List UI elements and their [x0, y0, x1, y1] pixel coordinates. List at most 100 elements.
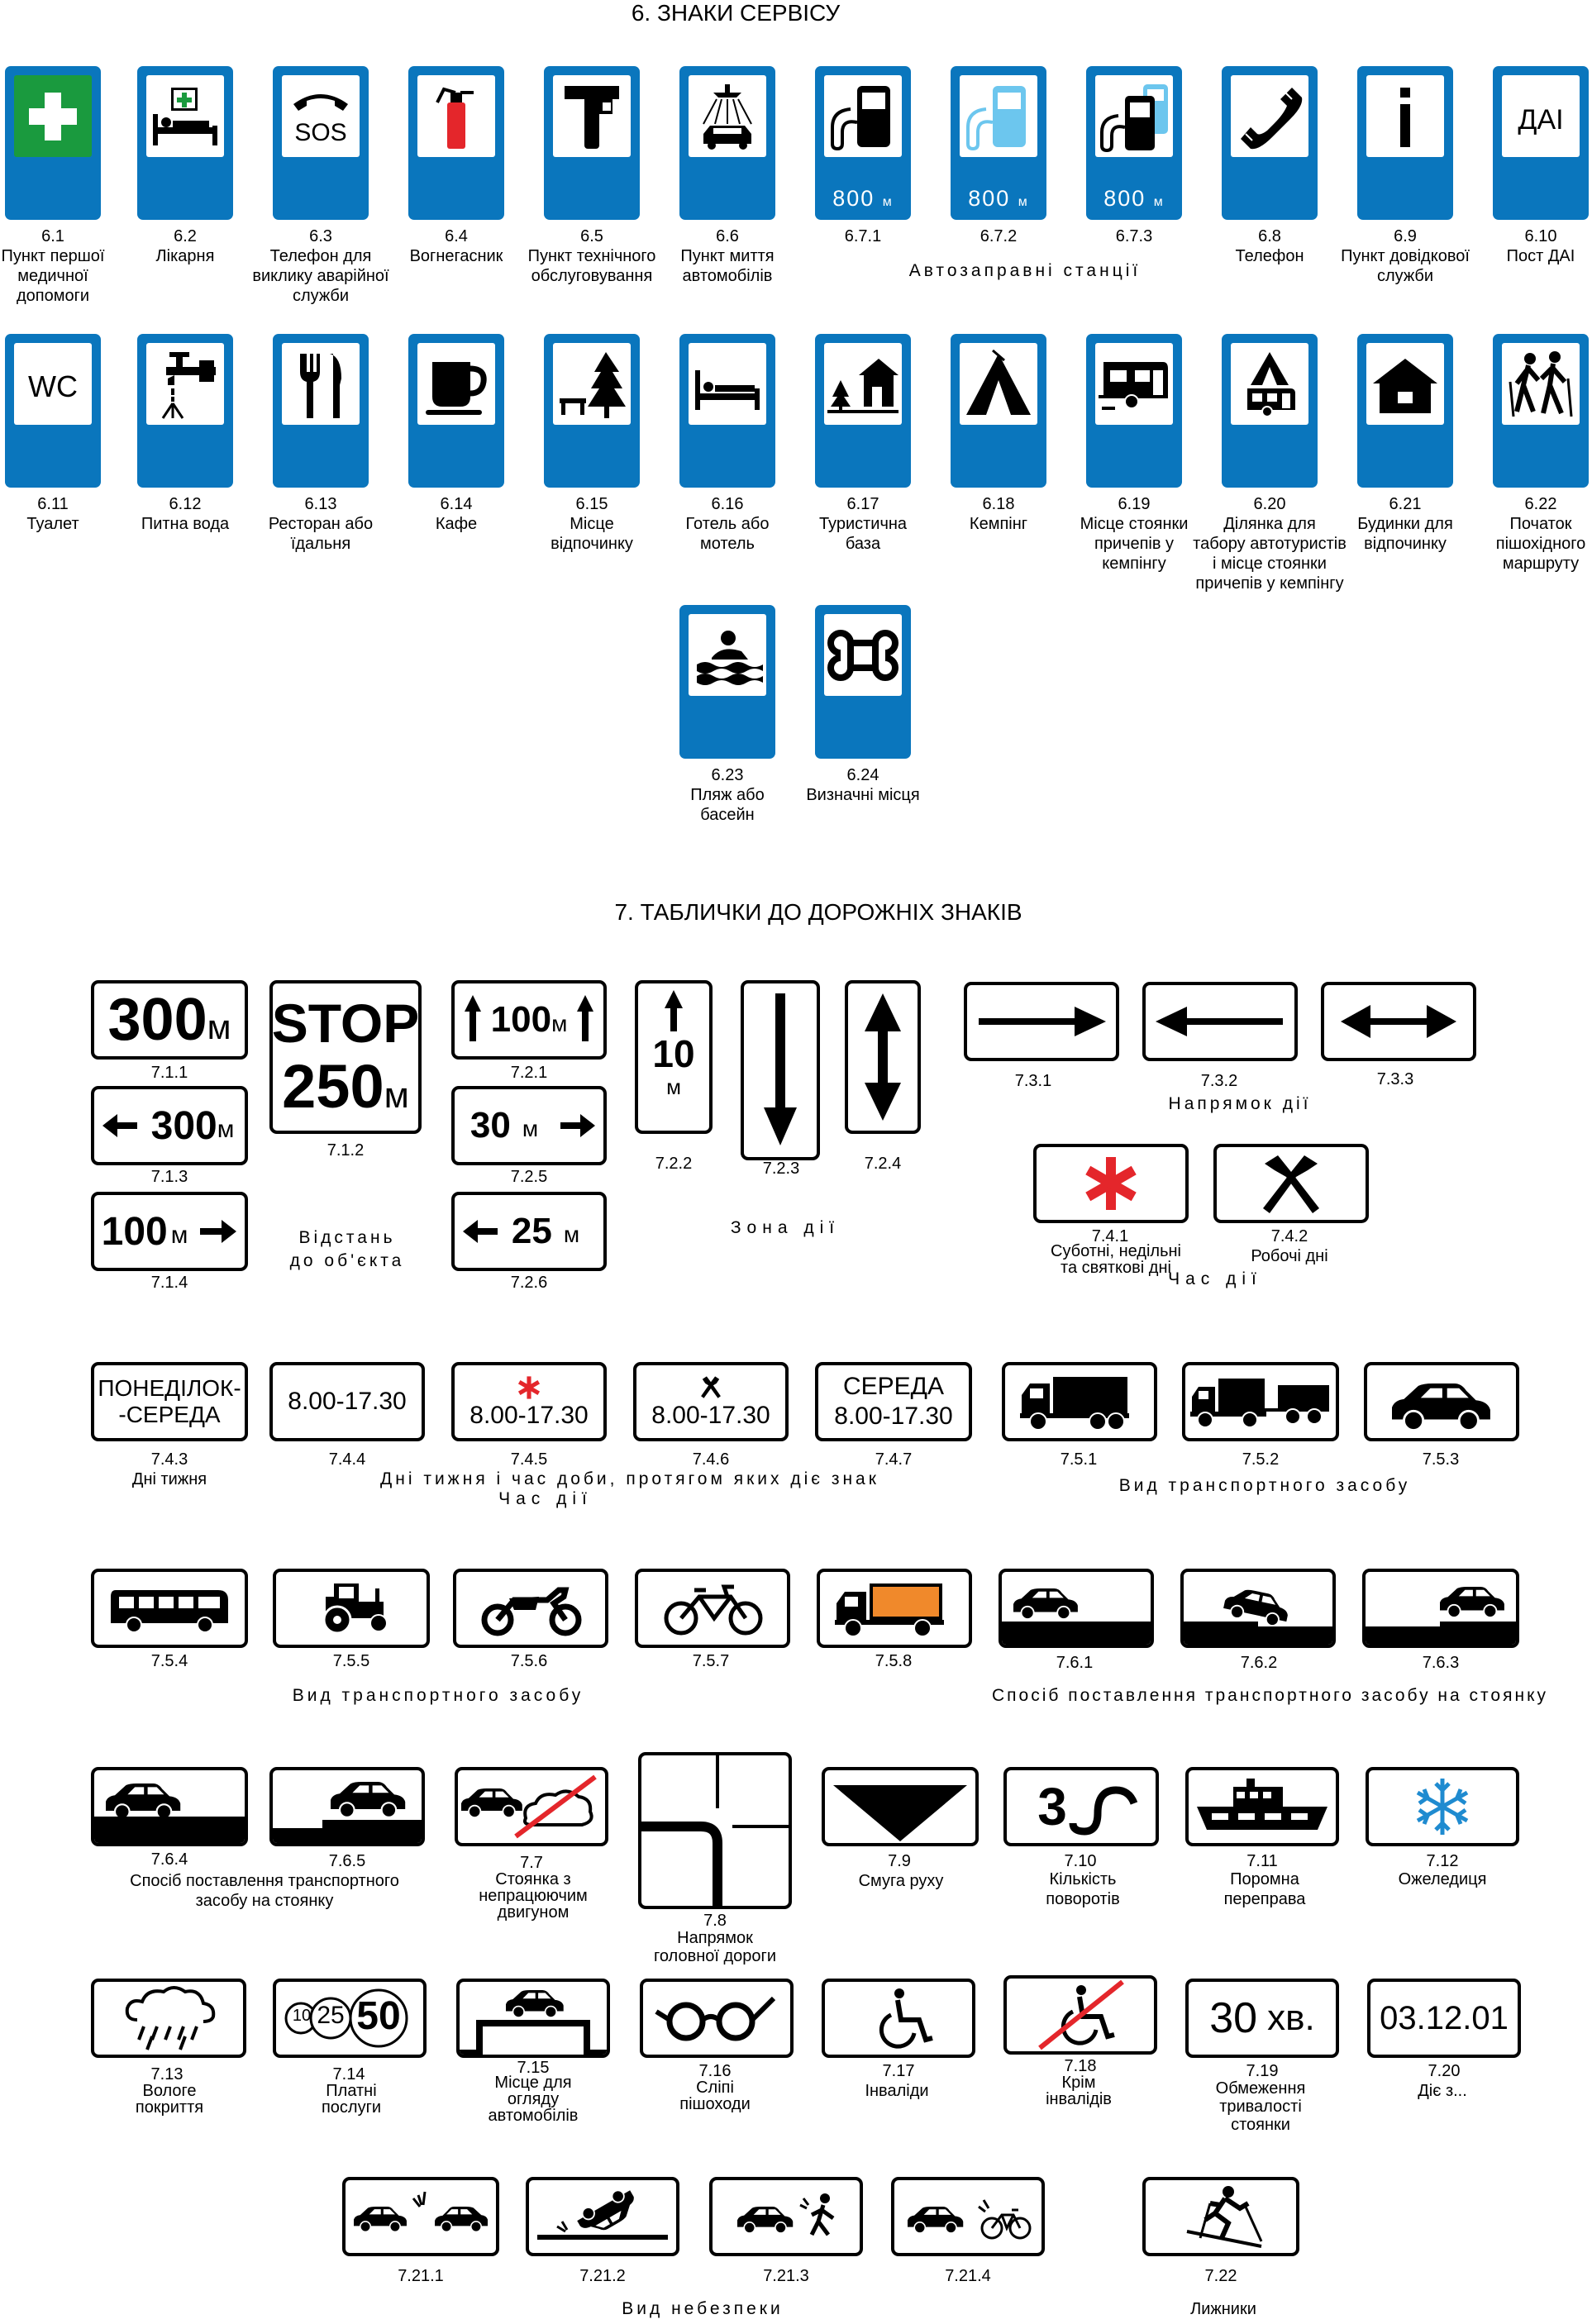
plate-number: 7.12: [1426, 1852, 1459, 1870]
group-label-distance: Відстань до об'єкта: [289, 1228, 405, 1270]
plate-label: Суботні, недільні та святкові дні: [1051, 1242, 1181, 1277]
sign-number: 6.7.3: [1115, 227, 1153, 245]
parking-engine-off-icon: [460, 1774, 597, 1839]
plate-number: 7.1.2: [327, 1141, 365, 1160]
service-sign-6-18: [951, 334, 1046, 488]
sign-label: Питна вода: [141, 515, 230, 533]
plate-number: 7.21.1: [398, 2267, 444, 2285]
plate-number: 7.5.5: [332, 1652, 370, 1670]
info-icon: [1366, 75, 1444, 157]
landmark-icon: [824, 614, 902, 696]
plate-7-13: [91, 1979, 246, 2058]
plate-7-3-3: [1321, 982, 1476, 1061]
plate-number: 7.20: [1428, 2062, 1461, 2080]
plate-label: Робочі дні: [1251, 1247, 1328, 1265]
cyclist-collision-icon: [907, 2199, 1032, 2240]
plate-number: 7.6.2: [1240, 1654, 1278, 1672]
plate-7-4-6: 8.00-17.30: [633, 1362, 789, 1441]
plate-number: 7.18: [1064, 2057, 1097, 2075]
plate-number: 7.5.7: [692, 1652, 730, 1670]
asterisk-holiday-icon: [1085, 1157, 1137, 1210]
plate-label: Інваліди: [865, 2082, 929, 2100]
arrow-left-icon: [1156, 1007, 1283, 1036]
main-road-direction-icon: [641, 1755, 789, 1906]
hospital-bed-icon: [146, 75, 224, 157]
group-label-parking-a: Спосіб поставлення транспортного засобу …: [992, 1686, 1549, 1705]
inspection-pit-icon: [460, 1989, 607, 2055]
service-sign-6-20: [1222, 334, 1318, 488]
plate-7-8: [638, 1752, 792, 1909]
first-aid-cross-icon: [14, 75, 92, 157]
plate-number: 7.2.1: [510, 1064, 548, 1082]
hikers-icon: [1502, 343, 1580, 425]
plate-number: 7.21.3: [763, 2267, 809, 2285]
wrench-icon: [553, 75, 631, 157]
rollover-icon: [537, 2184, 668, 2241]
plate-zone-value: 10: [652, 1032, 695, 1075]
plate-7-21-1: [342, 2177, 499, 2256]
sign-number: 6.16: [711, 495, 744, 513]
plate-7-2-2: 10 м: [635, 980, 713, 1134]
plate-number: 7.4.2: [1270, 1227, 1308, 1245]
service-sign-6-11: WC: [5, 334, 101, 488]
plate-7-6-3: [1362, 1569, 1519, 1648]
wheelchair-icon: [879, 1988, 933, 2049]
plate-7-20: 03.12.01: [1367, 1979, 1521, 2058]
sign-number: 6.5: [580, 227, 603, 245]
group-label-fuel-stations: Автозаправні станції: [908, 261, 1142, 280]
plate-7-2-3: [741, 980, 820, 1160]
truck-icon: [1020, 1377, 1129, 1431]
sign-number: 6.21: [1389, 495, 1422, 513]
hammers-workday-icon: [1263, 1155, 1319, 1213]
lane-arrow-down-icon: [833, 1785, 967, 1841]
curve-road-icon: [1069, 1786, 1138, 1836]
group-label-direction: Напрямок дії: [1168, 1094, 1312, 1113]
sign-label: Місце відпочинку: [551, 515, 633, 553]
plate-7-5-5: [273, 1569, 430, 1648]
dangerous-goods-truck-icon: [835, 1583, 944, 1637]
plate-7-3-2: [1142, 982, 1298, 1061]
plate-7-4-3: ПОНЕДІЛОК- -СЕРЕДА: [91, 1362, 248, 1441]
service-sign-6-13: [273, 334, 369, 488]
plate-label: Сліпі пішоходи: [679, 2079, 751, 2113]
hammers-workday-icon: [701, 1376, 721, 1398]
service-sign-6-7-1: 800 м: [815, 66, 911, 220]
plate-number: 7.5.4: [150, 1652, 188, 1670]
plate-7-4-1: [1033, 1144, 1189, 1223]
plate-unit: хв.: [1267, 1998, 1315, 2038]
service-sign-6-16: [679, 334, 775, 488]
snowflake-ice-icon: [1416, 1779, 1469, 1835]
plate-date: 03.12.01: [1380, 1999, 1509, 2036]
sign-label: Пункт довідкової служби: [1341, 247, 1470, 285]
parking-on-sidewalk-icon: [94, 1782, 245, 1843]
plate-unit: м: [666, 1074, 681, 1099]
sign-label: Ресторан або їдальня: [268, 515, 374, 553]
fuel-pump-icon: [824, 75, 902, 157]
sign-label: Телефон: [1235, 247, 1304, 265]
arrow-up-icon: [665, 990, 683, 1031]
fuel-pump-double-icon: [1095, 75, 1173, 157]
plate-7-5-2: [1182, 1362, 1339, 1441]
plate-7-5-7: [635, 1569, 790, 1648]
plate-number: 7.2.2: [655, 1155, 693, 1173]
plate-number: 7.4.3: [150, 1450, 188, 1469]
plate-number: 7.11: [1246, 1852, 1278, 1870]
sign-number: 6.18: [982, 495, 1015, 513]
plate-number: 7.5.6: [510, 1652, 548, 1670]
sign-label: Пункт технічного обслуговування: [527, 247, 656, 285]
sign-label: Туристична база: [818, 515, 908, 553]
svg-text:SOS: SOS: [294, 119, 346, 146]
group-label-zone: Зона дії: [730, 1218, 841, 1237]
plate-7-16: [640, 1979, 794, 2058]
plate-7-5-4: [91, 1569, 248, 1648]
except-disabled-icon: [1038, 1979, 1124, 2050]
service-sign-6-7-3: 800 м: [1086, 66, 1182, 220]
service-sign-6-2: [137, 66, 233, 220]
plate-distance-value: 300: [150, 1103, 217, 1148]
plate-time-limit: 30: [1209, 1994, 1258, 2042]
plate-number: 7.8: [703, 1912, 727, 1930]
service-sign-6-19: [1086, 334, 1182, 488]
plate-7-7: [455, 1767, 608, 1846]
